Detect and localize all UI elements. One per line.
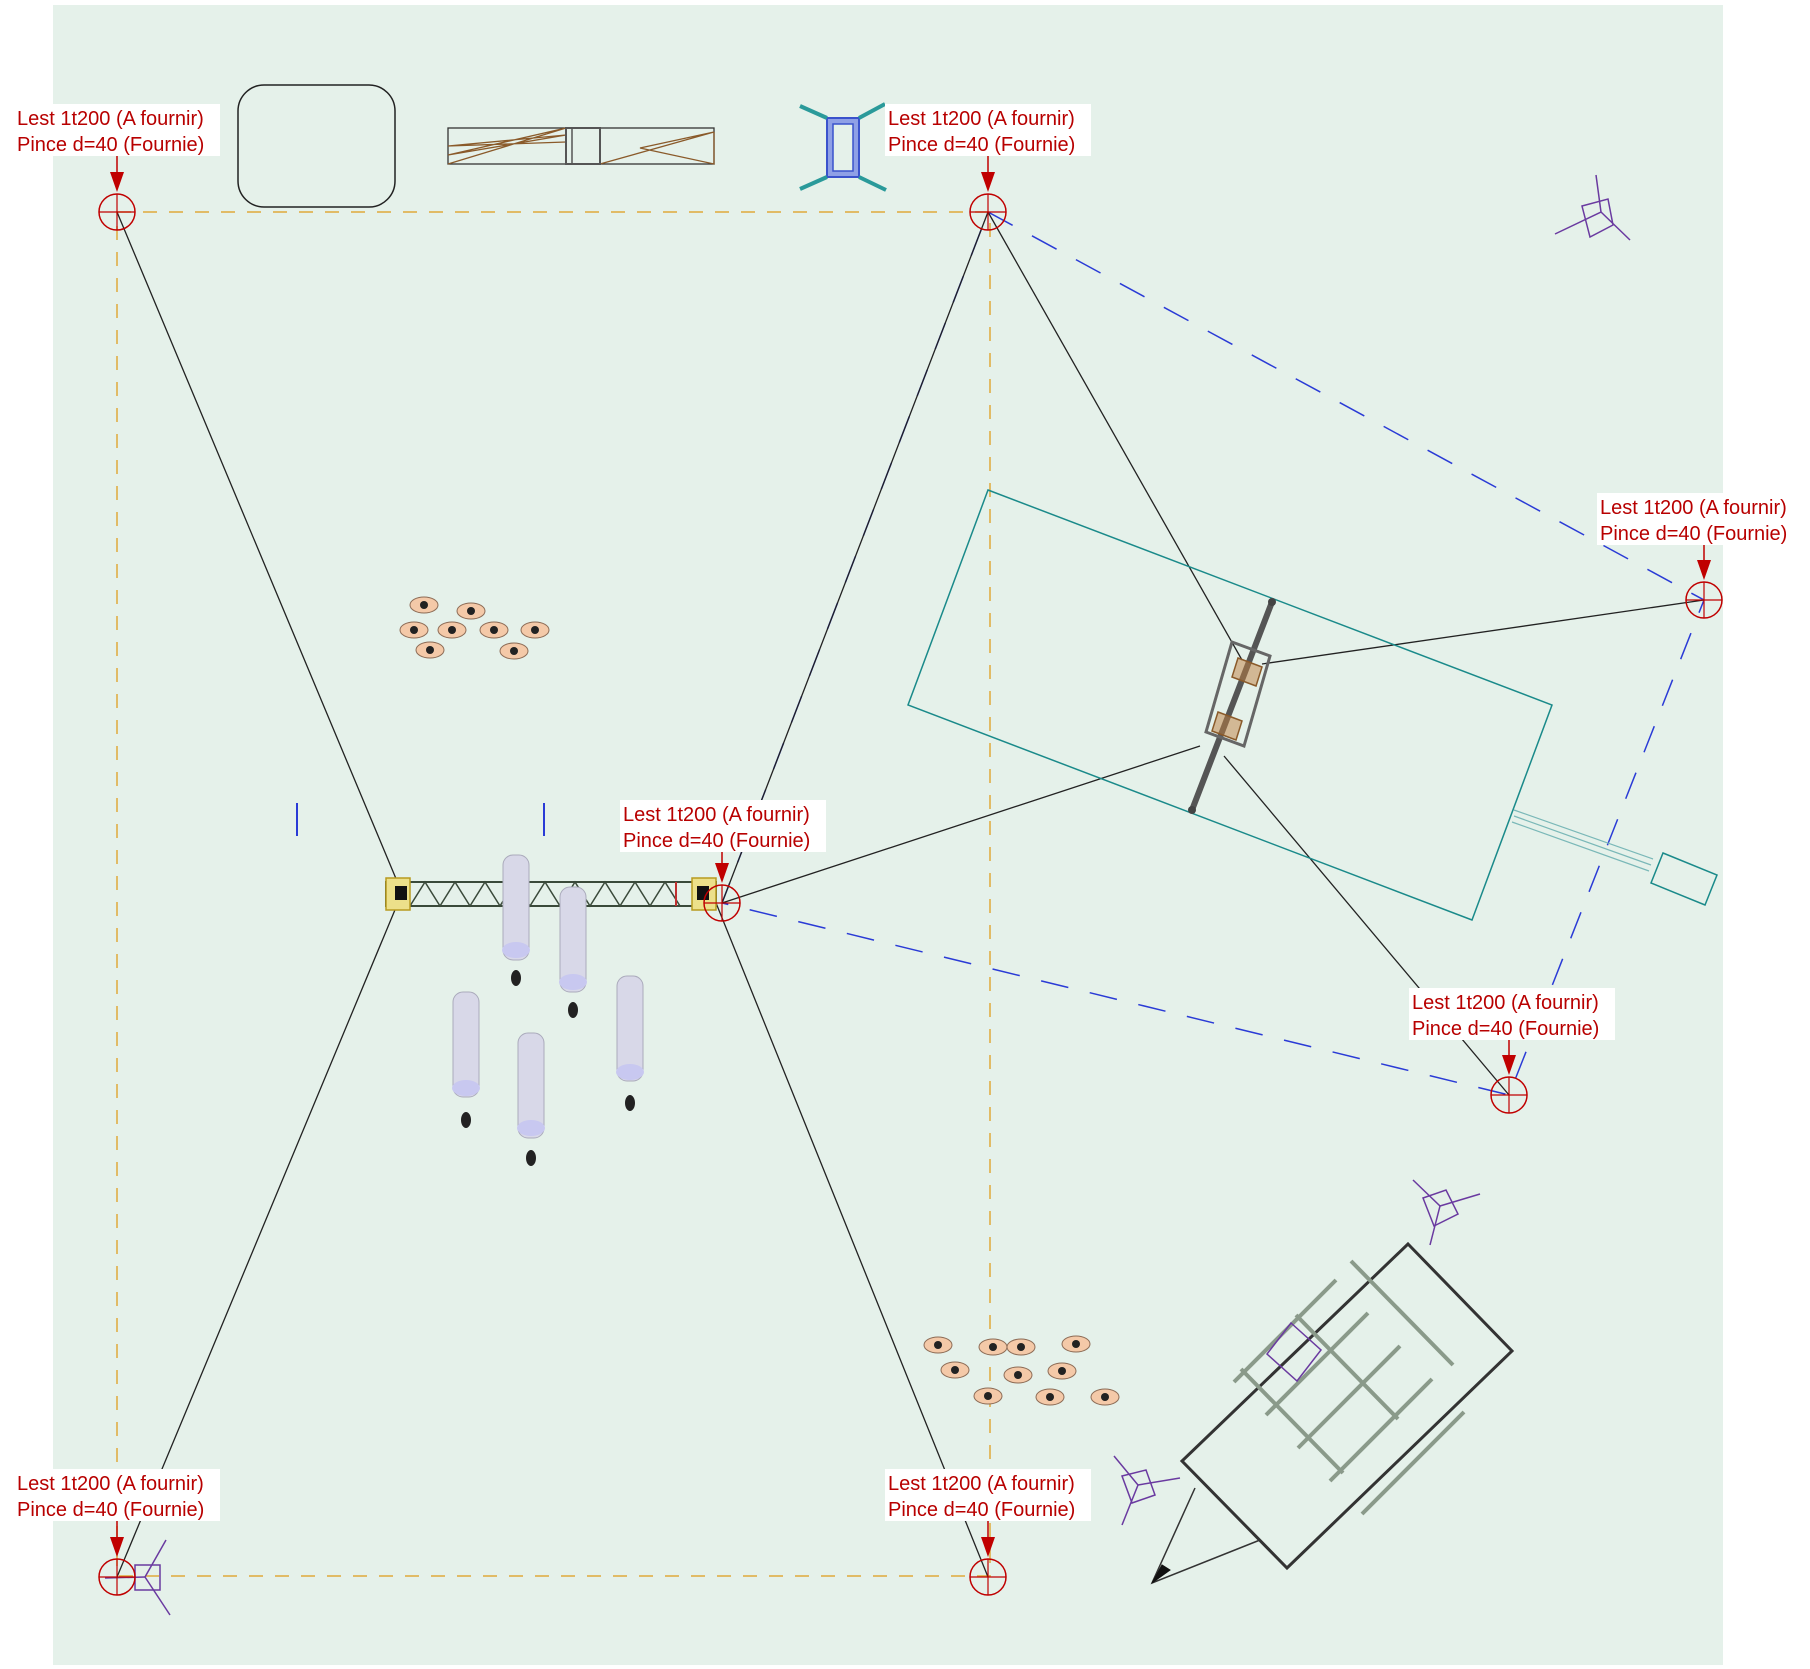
- trailer-stage: [1150, 1241, 1515, 1585]
- tripod-stand-icon: [1554, 174, 1631, 241]
- anchor-target-icon: [98, 193, 136, 231]
- arrow-down-icon: [1697, 542, 1711, 580]
- anchor-label-se: Lest 1t200 (A fournir) Pince d=40 (Fourn…: [1409, 988, 1615, 1040]
- anchor-label-e: Lest 1t200 (A fournir) Pince d=40 (Fourn…: [1597, 493, 1803, 545]
- anchor-label-line2: Pince d=40 (Fournie): [1412, 1018, 1599, 1040]
- tripod-stand-icon: [1113, 1455, 1181, 1526]
- anchor-label-line2: Pince d=40 (Fournie): [1600, 523, 1787, 545]
- crowd-group-top: [399, 596, 550, 660]
- arrow-down-icon: [981, 154, 995, 192]
- anchor-target-icon: [1490, 1076, 1528, 1114]
- tripod-stand-icon: [1412, 1179, 1481, 1246]
- guy-lines: [116, 211, 1705, 1578]
- anchor-label-n-center: Lest 1t200 (A fournir) Pince d=40 (Fourn…: [885, 104, 1091, 156]
- anchor-label-line1: Lest 1t200 (A fournir): [1600, 497, 1787, 519]
- arrow-down-icon: [981, 1519, 995, 1557]
- crowd-group-bottom: [923, 1335, 1120, 1406]
- anchor-target-icon: [1685, 581, 1723, 619]
- top-truss: [447, 127, 715, 165]
- anchor-target-icon: [703, 884, 741, 922]
- ground-area: [53, 5, 1723, 1665]
- anchor-label-line1: Lest 1t200 (A fournir): [17, 1473, 204, 1495]
- anchor-label-line2: Pince d=40 (Fournie): [17, 134, 204, 156]
- anchor-label-line1: Lest 1t200 (A fournir): [623, 804, 810, 826]
- tower-base: [799, 102, 887, 192]
- arrow-down-icon: [110, 1519, 124, 1557]
- anchor-label-line1: Lest 1t200 (A fournir): [17, 108, 204, 130]
- anchor-target-icon: [98, 1558, 136, 1596]
- anchor-labels: Lest 1t200 (A fournir) Pince d=40 (Fourn…: [14, 104, 1803, 1521]
- anchor-label-nw: Lest 1t200 (A fournir) Pince d=40 (Fourn…: [14, 104, 220, 156]
- main-truss: [385, 877, 717, 911]
- anchor-label-line2: Pince d=40 (Fournie): [888, 1499, 1075, 1521]
- person-figures: [452, 854, 644, 1166]
- anchor-label-center: Lest 1t200 (A fournir) Pince d=40 (Fourn…: [620, 800, 826, 852]
- anchor-target-icon: [969, 193, 1007, 231]
- anchor-label-line2: Pince d=40 (Fournie): [623, 830, 810, 852]
- anchor-label-line1: Lest 1t200 (A fournir): [1412, 992, 1599, 1014]
- platform-truss: [1188, 598, 1276, 814]
- tent-outline: [237, 84, 396, 208]
- anchor-label-line2: Pince d=40 (Fournie): [17, 1499, 204, 1521]
- anchor-label-sw: Lest 1t200 (A fournir) Pince d=40 (Fourn…: [14, 1469, 220, 1521]
- anchor-label-s-center: Lest 1t200 (A fournir) Pince d=40 (Fourn…: [885, 1469, 1091, 1521]
- arrow-down-icon: [1502, 1037, 1516, 1075]
- arrow-down-icon: [110, 154, 124, 192]
- anchor-label-line2: Pince d=40 (Fournie): [888, 134, 1075, 156]
- anchor-label-line1: Lest 1t200 (A fournir): [888, 1473, 1075, 1495]
- stage-platform: [907, 489, 1718, 921]
- anchor-target-icon: [969, 1558, 1007, 1596]
- anchor-points: [98, 154, 1723, 1596]
- anchor-label-line1: Lest 1t200 (A fournir): [888, 108, 1075, 130]
